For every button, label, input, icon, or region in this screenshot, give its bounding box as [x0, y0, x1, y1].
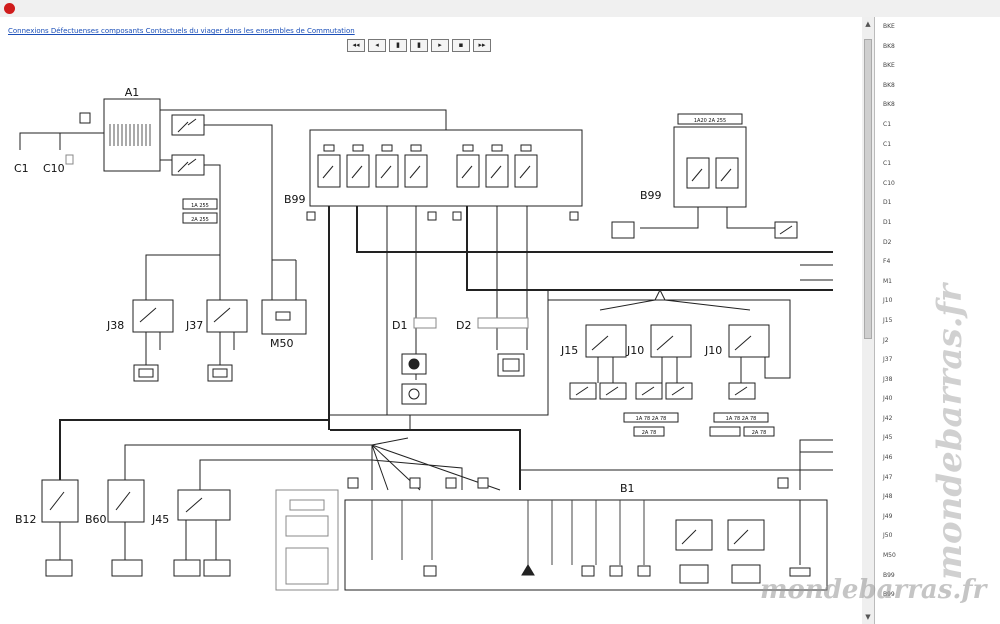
- sidebar-item[interactable]: C10: [883, 179, 895, 187]
- sidebar-item[interactable]: F4: [883, 258, 891, 266]
- sidebar-item[interactable]: J49: [883, 512, 893, 520]
- vertical-scrollbar[interactable]: ▲ ▼: [862, 17, 875, 624]
- j10-ref-d: 2A 78: [752, 430, 767, 436]
- scroll-up-icon[interactable]: ▲: [865, 20, 871, 28]
- sidebar-item[interactable]: BK8: [883, 101, 895, 109]
- b1-label: B1: [620, 482, 635, 495]
- title-bar: [0, 0, 1000, 18]
- j15-label: J15: [560, 344, 578, 357]
- sidebar-item[interactable]: J40: [883, 395, 893, 403]
- a1-block: A1: [103, 86, 161, 172]
- sidebar-item[interactable]: J10: [883, 297, 893, 305]
- sidebar-item[interactable]: C1: [883, 120, 892, 128]
- sidebar-item[interactable]: J46: [883, 454, 893, 462]
- fuse-ref-b: 2A 255: [191, 217, 209, 223]
- sidebar-item[interactable]: BK8: [883, 42, 895, 50]
- print-button[interactable]: ▮: [389, 39, 407, 52]
- scroll-down-icon[interactable]: ▼: [865, 613, 871, 621]
- b60-label: B60: [85, 513, 107, 526]
- sidebar-item[interactable]: M1: [883, 277, 892, 285]
- sidebar-item[interactable]: B99: [883, 591, 895, 599]
- sidebar-item[interactable]: J15: [883, 316, 893, 324]
- b99-right-label: B99: [640, 189, 662, 202]
- close-icon[interactable]: [4, 3, 15, 14]
- b99-right-ref: 1A20 2A 255: [694, 118, 726, 124]
- c1-label: C1: [14, 162, 29, 175]
- wiring-diagram: A1 C1 C10 1A 255 2A 255: [14, 86, 833, 591]
- watermark-vertical: mondebarras.fr: [930, 284, 970, 580]
- j10-ref-c: 2A 78: [642, 430, 657, 436]
- sidebar-item[interactable]: D1: [883, 199, 892, 207]
- j10-label-a: J10: [626, 344, 644, 357]
- next-page-button[interactable]: ▸: [431, 39, 449, 52]
- stop-button[interactable]: ▪: [452, 39, 470, 52]
- j10-ref-b: 1A 78 2A 78: [726, 416, 757, 422]
- sidebar-item[interactable]: J45: [883, 434, 893, 442]
- sidebar-item[interactable]: C1: [883, 160, 892, 168]
- sidebar-item[interactable]: D1: [883, 218, 892, 226]
- sidebar-item[interactable]: BK8: [883, 81, 895, 89]
- sidebar-item[interactable]: D2: [883, 238, 892, 246]
- sidebar-item[interactable]: J42: [883, 414, 893, 422]
- sidebar-item[interactable]: M50: [883, 552, 896, 560]
- c10-label: C10: [43, 162, 65, 175]
- sidebar-item[interactable]: J37: [883, 356, 893, 364]
- page-button[interactable]: ▮: [410, 39, 428, 52]
- fuse-ref-a: 1A 255: [191, 203, 209, 209]
- watermark-horizontal: mondebarras.fr: [760, 575, 987, 605]
- sidebar-item[interactable]: BKE: [883, 23, 895, 30]
- j10-label-b: J10: [704, 344, 722, 357]
- j38-label: J38: [106, 319, 124, 332]
- first-page-button[interactable]: ◂◂: [347, 39, 365, 52]
- a1-label: A1: [125, 86, 140, 99]
- b12-label: B12: [15, 513, 37, 526]
- b99-main-label: B99: [284, 193, 306, 206]
- m50-label: M50: [270, 337, 294, 350]
- d2-label: D2: [456, 319, 471, 332]
- sidebar-item[interactable]: J48: [883, 493, 893, 501]
- sidebar-item[interactable]: C1: [883, 140, 892, 148]
- previous-page-button[interactable]: ◂: [368, 39, 386, 52]
- diagram-viewer: Connexions Défectuenses composants Conta…: [0, 17, 863, 624]
- scroll-thumb[interactable]: [864, 39, 872, 339]
- j45-label: J45: [151, 513, 169, 526]
- sidebar-item[interactable]: BKE: [883, 62, 895, 70]
- sidebar-item[interactable]: J2: [883, 336, 889, 344]
- sidebar-item[interactable]: J50: [883, 532, 893, 540]
- d1-label: D1: [392, 319, 407, 332]
- j37-label: J37: [185, 319, 203, 332]
- sidebar-item[interactable]: J38: [883, 375, 893, 383]
- navigation-toolbar: ◂◂ ◂ ▮ ▮ ▸ ▪ ▸▸: [347, 39, 491, 52]
- b99-relays: [317, 144, 538, 188]
- j10-ref-a: 1A 78 2A 78: [636, 416, 667, 422]
- last-page-button[interactable]: ▸▸: [473, 39, 491, 52]
- sidebar-item[interactable]: J47: [883, 473, 893, 481]
- sidebar-item[interactable]: B99: [883, 571, 895, 579]
- document-link[interactable]: Connexions Défectuenses composants Conta…: [8, 27, 355, 35]
